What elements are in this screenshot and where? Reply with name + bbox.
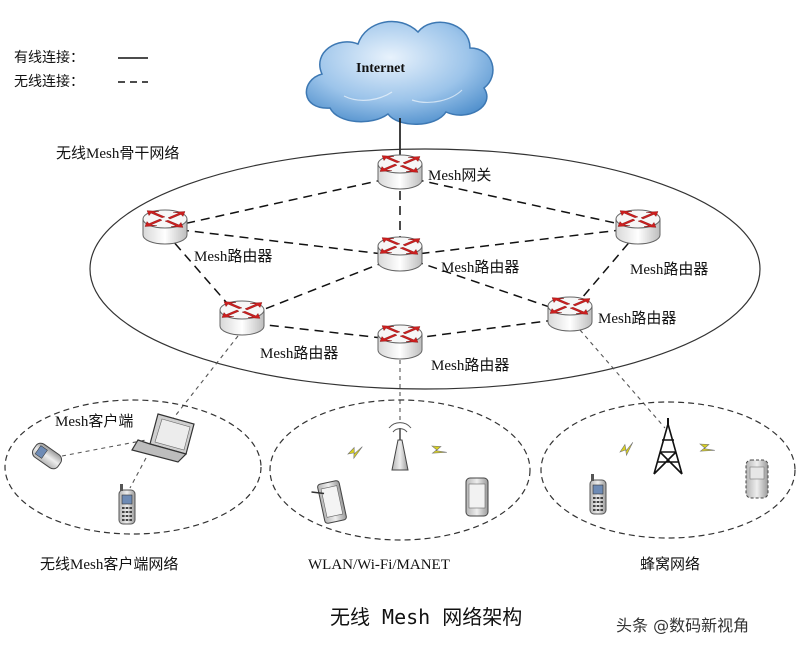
gateway-label: Mesh网关 — [428, 167, 491, 184]
router-bottom-label: Mesh路由器 — [431, 357, 509, 374]
internet-label: Internet — [356, 61, 405, 76]
legend: 有线连接： 无线连接： — [14, 49, 148, 90]
legend-wired-label: 有线连接： — [14, 49, 84, 66]
backbone-label: 无线Mesh骨干网络 — [56, 145, 179, 162]
gateway-router-icon — [377, 154, 423, 190]
legend-wireless-label: 无线连接： — [14, 73, 84, 90]
router-lower-left-label: Mesh路由器 — [260, 345, 338, 362]
router-lower-right-label: Mesh路由器 — [598, 310, 676, 327]
diagram-caption: 无线 Mesh 网络架构 — [330, 605, 522, 629]
wlan-bolt-right-icon — [428, 442, 449, 460]
client-handset-icon — [118, 483, 136, 525]
router-left-icon — [142, 209, 188, 245]
internet-cloud-icon: Internet — [305, 20, 494, 125]
client-net-label: 无线Mesh客户端网络 — [40, 556, 178, 573]
router-lower-right-icon — [547, 296, 593, 332]
router-left-label: Mesh路由器 — [194, 248, 272, 265]
wlan-net-label: WLAN/Wi-Fi/MANET — [308, 557, 450, 573]
router-bottom-icon — [377, 324, 423, 360]
router-right-label: Mesh路由器 — [630, 261, 708, 278]
cell-handset-right-icon — [745, 459, 769, 499]
router-right-icon — [615, 209, 661, 245]
tablet-icon — [311, 480, 347, 524]
client-link-phone — [61, 439, 147, 457]
mobile-phone-icon — [31, 442, 63, 470]
router-lower-left-icon — [219, 300, 265, 336]
cell-handset-left-icon — [589, 473, 607, 515]
watermark: 头条 @数码新视角 — [616, 616, 749, 635]
smartphone-icon — [465, 477, 489, 517]
wlan-bolt-left-icon — [346, 444, 366, 460]
client-device-label: Mesh客户端 — [55, 413, 133, 430]
cell-net-label: 蜂窝网络 — [640, 555, 700, 573]
cell-bolt-left-icon — [617, 440, 638, 458]
client-net-boundary — [4, 399, 262, 535]
wlan-net-boundary — [269, 399, 531, 541]
cell-tower-icon — [653, 418, 683, 475]
cell-bolt-right-icon — [696, 440, 717, 458]
laptop-icon — [131, 413, 195, 463]
router-center-label: Mesh路由器 — [441, 259, 519, 276]
link-to-client-net — [171, 335, 239, 421]
cell-net-boundary — [540, 401, 796, 539]
router-center-icon — [377, 236, 423, 272]
link-to-cell-net — [579, 329, 666, 429]
backbone-boundary — [89, 148, 761, 390]
client-link-handset — [129, 457, 147, 489]
access-point-icon — [388, 422, 412, 471]
